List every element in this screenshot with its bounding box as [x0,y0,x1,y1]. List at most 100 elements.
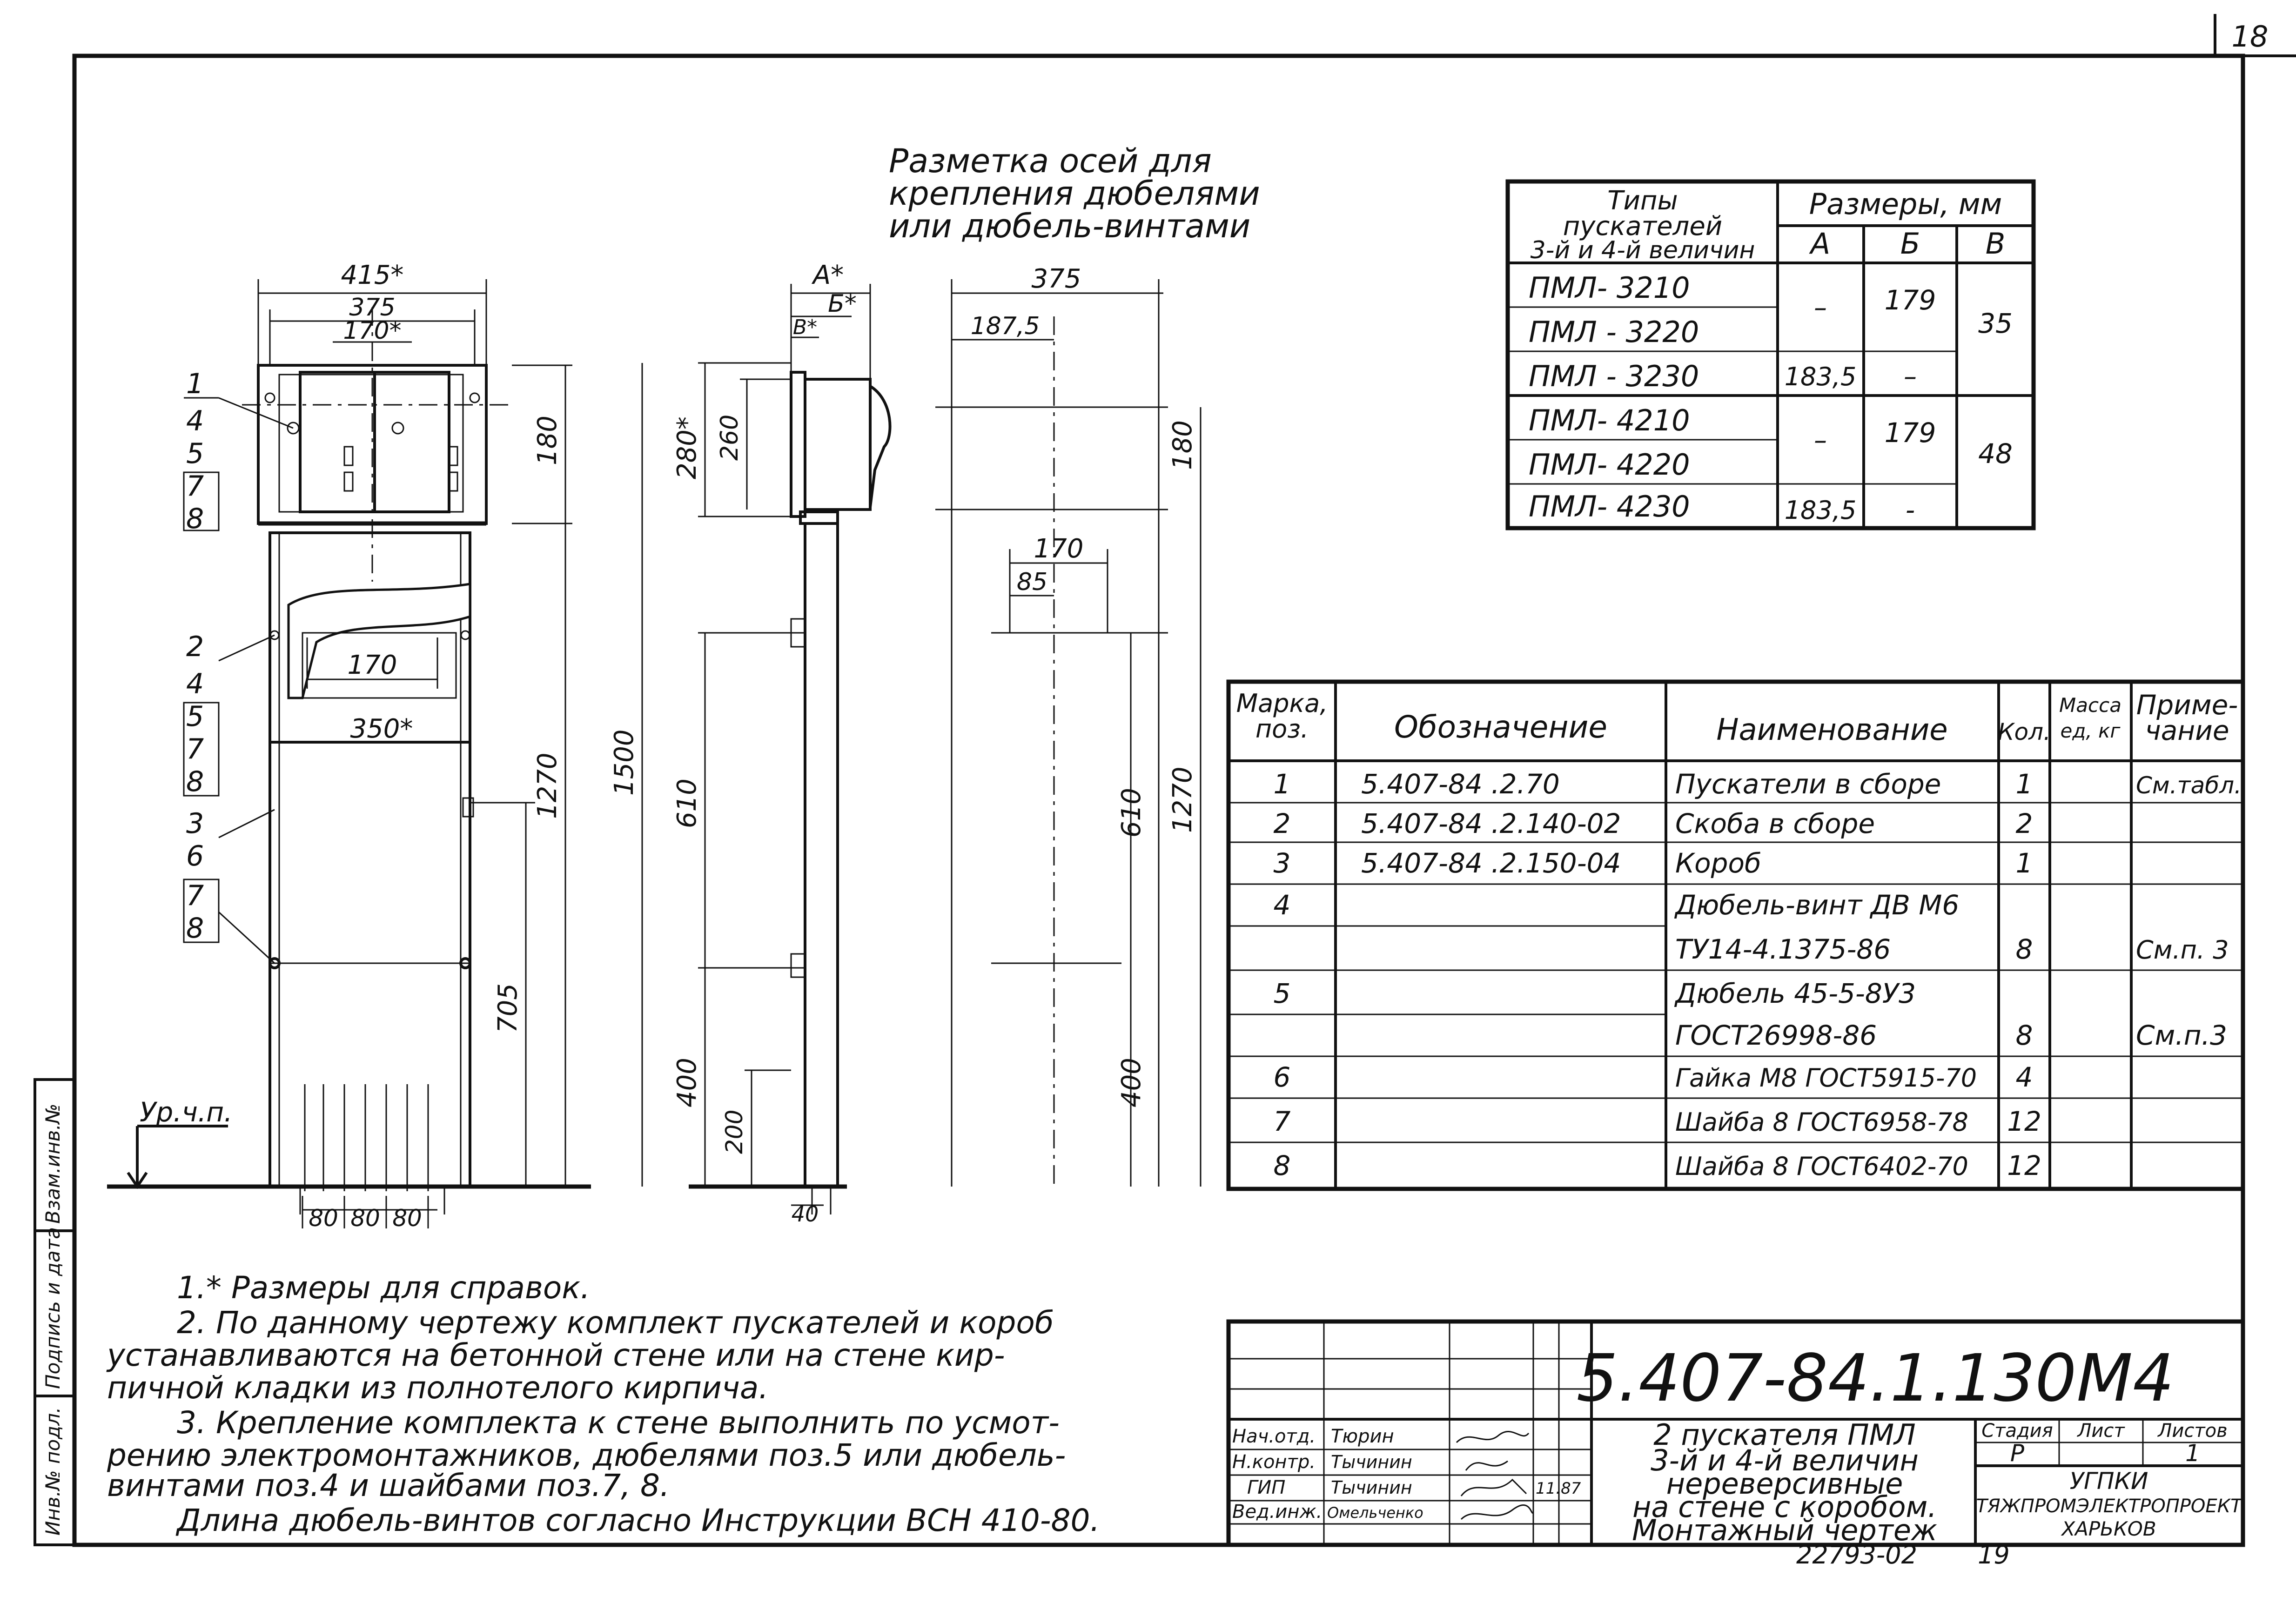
type-row-4-A: – [1814,425,1827,456]
spec-row-8-pos: 6 [1274,1061,1291,1093]
spec-row-5-note: См.п. 3 [2136,935,2229,965]
spec-row-7-note: См.п.3 [2136,1020,2227,1051]
types-header-1: Типы [1607,186,1678,216]
note-2: 2. По данному чертежу комплект пускателе… [177,1305,1054,1341]
name-4: Омельченко [1327,1504,1423,1522]
spec-header-name: Наименование [1716,713,1947,747]
spec-row-7-name: ГОСТ26998-86 [1675,1020,1877,1051]
dim-layout-375: 375 [1032,264,1081,294]
spec-row-3-name: Короб [1675,847,1761,879]
type-row-4-B: 179 [1885,417,1936,449]
spec-row-6-pos: 5 [1274,978,1291,1009]
types-header-V: В [1986,227,2006,261]
type-row-6-A: 183,5 [1785,496,1857,525]
dim-side-260: 260 [716,415,744,461]
dim-front-415: 415* [341,260,404,290]
callout-7: 7 [186,470,204,503]
note-4: Длина дюбель-винтов согласно Инструкции … [175,1503,1100,1538]
types-header-3: 3-й и 4-й величин [1531,236,1755,264]
spec-header-mass-2: ед, кг [2060,719,2121,742]
note-3-cont-1: рению электромонтажников, дюбелями поз.5… [107,1437,1066,1473]
front-view: Ур.ч.п. 415* 375 170* 180 1270 705 170 3… [107,260,591,1232]
dim-layout-1270: 1270 [1168,766,1198,833]
callout-8b: 8 [186,765,204,798]
spec-row-1-qty: 1 [2016,768,2033,800]
axes-caption-line-2: крепления дюбелями [889,174,1260,213]
note-2-cont-1: устанавливаются на бетонной стене или на… [106,1337,1005,1373]
title-line-2: 3-й и 4-й величин [1651,1443,1919,1477]
dim-layout-170: 170 [1034,534,1084,564]
dim-side-1500: 1500 [609,729,639,796]
org-line-2: ТЯЖПРОМЭЛЕКТРОПРОЕКТ [1976,1496,2243,1517]
dim-front-80-c: 80 [392,1205,422,1232]
side-stamp: Инв.№ подл. Подпись и дата Взам.инв.№ [34,1078,76,1546]
type-row-1-V: 35 [1978,308,2013,339]
stage-label: Стадия [1981,1420,2053,1442]
signature-2 [1465,1460,1508,1471]
spec-header-mass-1: Масса [2059,694,2121,717]
role-2: Н.контр. [1232,1451,1316,1473]
spec-row-4-pos: 4 [1274,889,1291,921]
type-row-1-B: 179 [1885,284,1936,316]
name-1: Тюрин [1331,1426,1394,1447]
type-row-6-B: - [1906,495,1915,525]
page-number: 18 [2232,20,2269,54]
approval-date: 11.87 [1536,1479,1581,1498]
notes: 1.* Размеры для справок. 2. По данному ч… [106,1270,1100,1538]
callout-7b: 7 [186,733,204,765]
side-view: А* Б* В* 280* 260 1500 610 400 200 40 [609,260,892,1227]
note-3: 3. Крепление комплекта к стене выполнить… [177,1405,1060,1441]
types-header-2: пускателей [1563,211,1722,242]
archive-sheet: 19 [1978,1540,2010,1570]
spec-row-8-name: Гайка М8 ГОСТ5915-70 [1675,1063,1977,1093]
spec-row-2-pos: 2 [1274,808,1291,839]
sheets-value: 1 [2185,1440,2200,1467]
spec-row-5-qty: 8 [2016,933,2033,965]
types-table: Типы пускателей 3-й и 4-й величин Размер… [1505,179,2036,530]
spec-header-note-2: чание [2145,715,2229,746]
layout-view: 375 187,5 180 170 85 610 1270 400 [935,264,1202,1187]
dim-front-1270: 1270 [532,752,563,819]
type-row-4-V: 48 [1978,438,2013,470]
dim-front-180: 180 [532,416,563,465]
title-line-4: на стене с коробом. [1632,1490,1937,1524]
dim-layout-610: 610 [1116,788,1147,838]
type-row-6: ПМЛ- 4230 [1529,490,1690,523]
spec-row-3-qty: 1 [2016,847,2033,879]
dim-side-A: А* [812,260,844,290]
dim-side-400: 400 [672,1058,702,1107]
name-3: Тычинин [1331,1477,1412,1498]
dim-layout-85: 85 [1017,568,1047,596]
types-header-A: А [1809,227,1830,261]
spec-header-qty: Кол. [1998,718,2051,745]
callout-5b: 5 [186,700,204,733]
spec-row-8-qty: 4 [2016,1061,2033,1093]
cables [299,1084,445,1214]
note-1: 1.* Размеры для справок. [177,1270,590,1306]
side-starter [804,378,872,511]
types-header-B: Б [1900,227,1920,261]
spec-row-2-name: Скоба в сборе [1675,808,1875,839]
callout-4b: 4 [186,668,204,700]
dim-front-170-top: 170* [343,317,401,345]
callouts: 1 4 5 7 8 2 4 5 7 8 3 6 7 8 [183,368,294,964]
type-row-2: ПМЛ - 3220 [1529,315,1699,349]
callout-5: 5 [186,437,204,470]
note-2-cont-2: пичной кладки из полнотелого кирпича. [107,1370,768,1406]
callout-6: 6 [186,840,204,872]
spec-row-5-name: ТУ14-4.1375-86 [1675,933,1891,965]
dim-front-170-mid: 170 [348,650,397,680]
spec-row-10-pos: 8 [1274,1150,1291,1181]
starter-2 [373,371,450,513]
type-row-1: ПМЛ- 3210 [1529,271,1690,305]
type-row-1-A: – [1814,293,1827,323]
org-line-1: УГПКИ [2070,1468,2148,1495]
type-row-5: ПМЛ- 4220 [1529,448,1690,482]
dim-front-705: 705 [493,983,523,1033]
callout-7c: 7 [186,879,204,912]
title-line-5: Монтажный чертеж [1632,1513,1937,1547]
type-row-3-B: – [1904,362,1917,392]
callout-8: 8 [186,503,204,535]
spec-row-6-name: Дюбель 45-5-8У3 [1674,978,1916,1009]
starter-1 [299,371,376,513]
